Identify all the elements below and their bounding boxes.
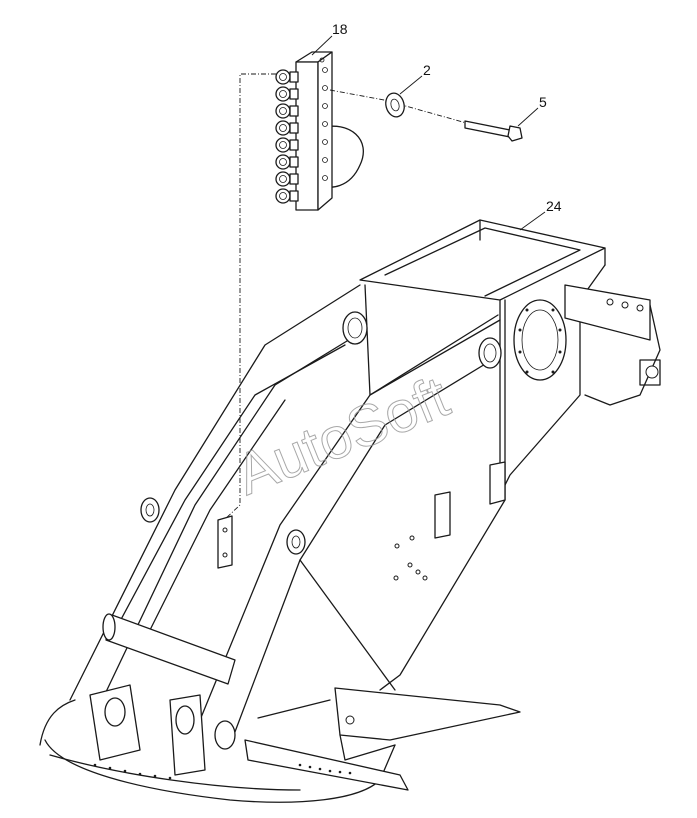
callout-2: 2 bbox=[423, 62, 431, 78]
callout-18: 18 bbox=[332, 21, 348, 37]
leader-2 bbox=[399, 75, 423, 95]
assembly-line-18 bbox=[223, 73, 276, 521]
fitting-column bbox=[275, 69, 299, 204]
assembly-line-bolt bbox=[329, 89, 471, 125]
leader-5 bbox=[517, 107, 539, 127]
callout-24: 24 bbox=[546, 198, 562, 214]
leader-24 bbox=[519, 211, 546, 231]
part-18-distributor-block[interactable] bbox=[275, 51, 364, 211]
part-5-bolt[interactable] bbox=[464, 120, 523, 142]
part-24-main-frame[interactable] bbox=[39, 219, 661, 803]
callout-5: 5 bbox=[539, 94, 547, 110]
leader-18 bbox=[311, 35, 333, 56]
part-2-washer[interactable] bbox=[383, 91, 407, 119]
watermark: AutoSoft bbox=[227, 364, 458, 508]
